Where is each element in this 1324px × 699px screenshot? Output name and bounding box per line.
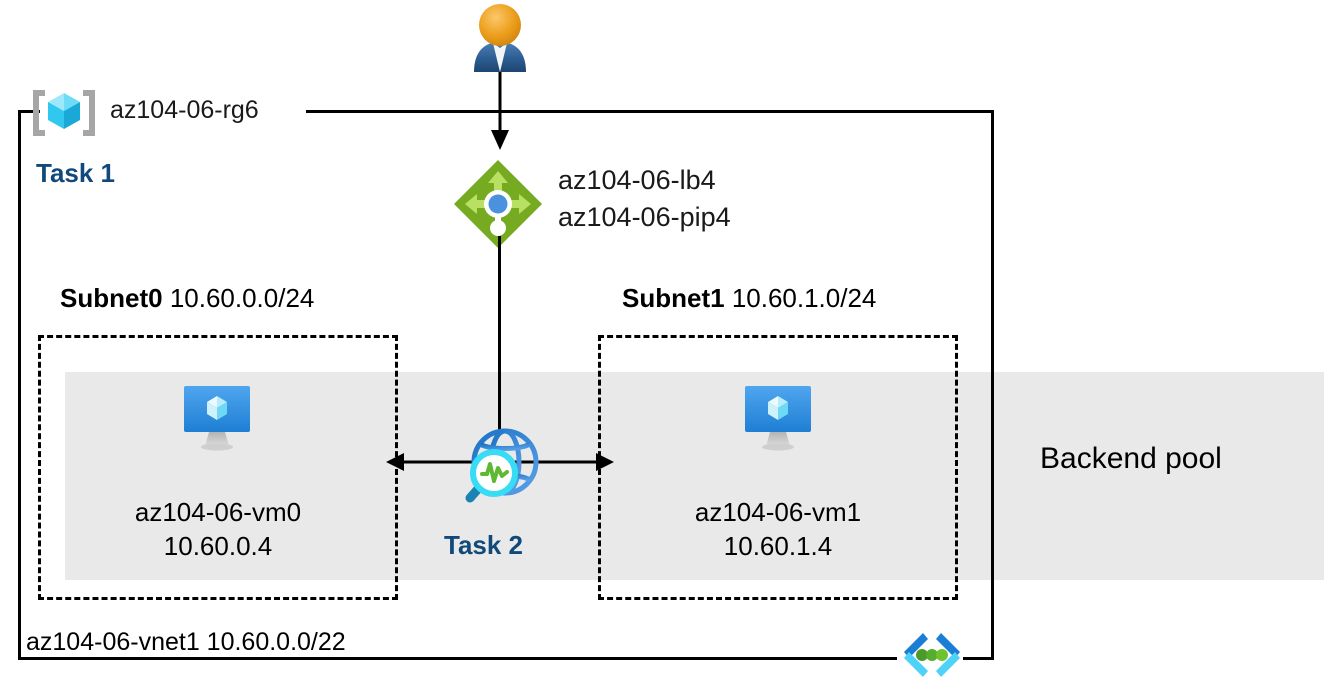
task-2-label: Task 2 <box>444 530 524 560</box>
virtual-network-icon <box>897 627 967 689</box>
task-1-label: Task 1 <box>36 158 116 188</box>
backend-pool-band <box>65 372 1324 580</box>
resource-group-border-bottom-right <box>963 657 994 660</box>
subnet1-name: Subnet1 <box>622 283 725 313</box>
resource-group-border-top-left <box>18 110 40 113</box>
resource-group-border-left <box>18 110 21 660</box>
subnet1-caption: Subnet1 10.60.1.0/24 <box>622 283 876 314</box>
vm1-name: az104-06-vm1 <box>694 497 862 527</box>
load-balancer-name: az104-06-lb4 <box>558 165 716 195</box>
resource-group-border-bottom-left <box>18 657 897 660</box>
vm0-name: az104-06-vm0 <box>134 497 302 527</box>
vm1-ip: 10.60.1.4 <box>723 531 833 561</box>
virtual-machine-icon <box>179 382 255 452</box>
subnet0-caption: Subnet0 10.60.0.0/24 <box>60 283 314 314</box>
load-balancer-icon <box>452 158 544 250</box>
vm0-ip: 10.60.0.4 <box>163 531 273 561</box>
virtual-machine-icon <box>740 382 816 452</box>
subnet0-box <box>38 335 398 600</box>
vm0-label: az104-06-vm0 10.60.0.4 <box>38 495 398 563</box>
subnet0-cidr: 10.60.0.0/24 <box>169 283 315 313</box>
resource-group-border-right <box>991 110 994 660</box>
load-balancer-names: az104-06-lb4 az104-06-pip4 <box>558 162 731 236</box>
backend-pool-label: Backend pool <box>1040 442 1222 475</box>
user-to-loadbalancer-arrow <box>478 72 522 150</box>
resource-group-cube-icon <box>28 88 100 138</box>
resource-group-border-top-right <box>306 110 994 113</box>
user-person-icon <box>462 2 538 74</box>
subnet0-name: Subnet0 <box>60 283 163 313</box>
resource-group-name: az104-06-rg6 <box>110 96 259 124</box>
vm1-label: az104-06-vm1 10.60.1.4 <box>598 495 958 563</box>
network-watcher-globe-magnifier-icon <box>452 418 548 514</box>
public-ip-name: az104-06-pip4 <box>558 202 731 232</box>
subnet1-cidr: 10.60.1.0/24 <box>731 283 877 313</box>
vnet-label: az104-06-vnet1 10.60.0.0/22 <box>26 628 346 656</box>
loadbalancer-to-vnet-connector <box>498 236 501 432</box>
